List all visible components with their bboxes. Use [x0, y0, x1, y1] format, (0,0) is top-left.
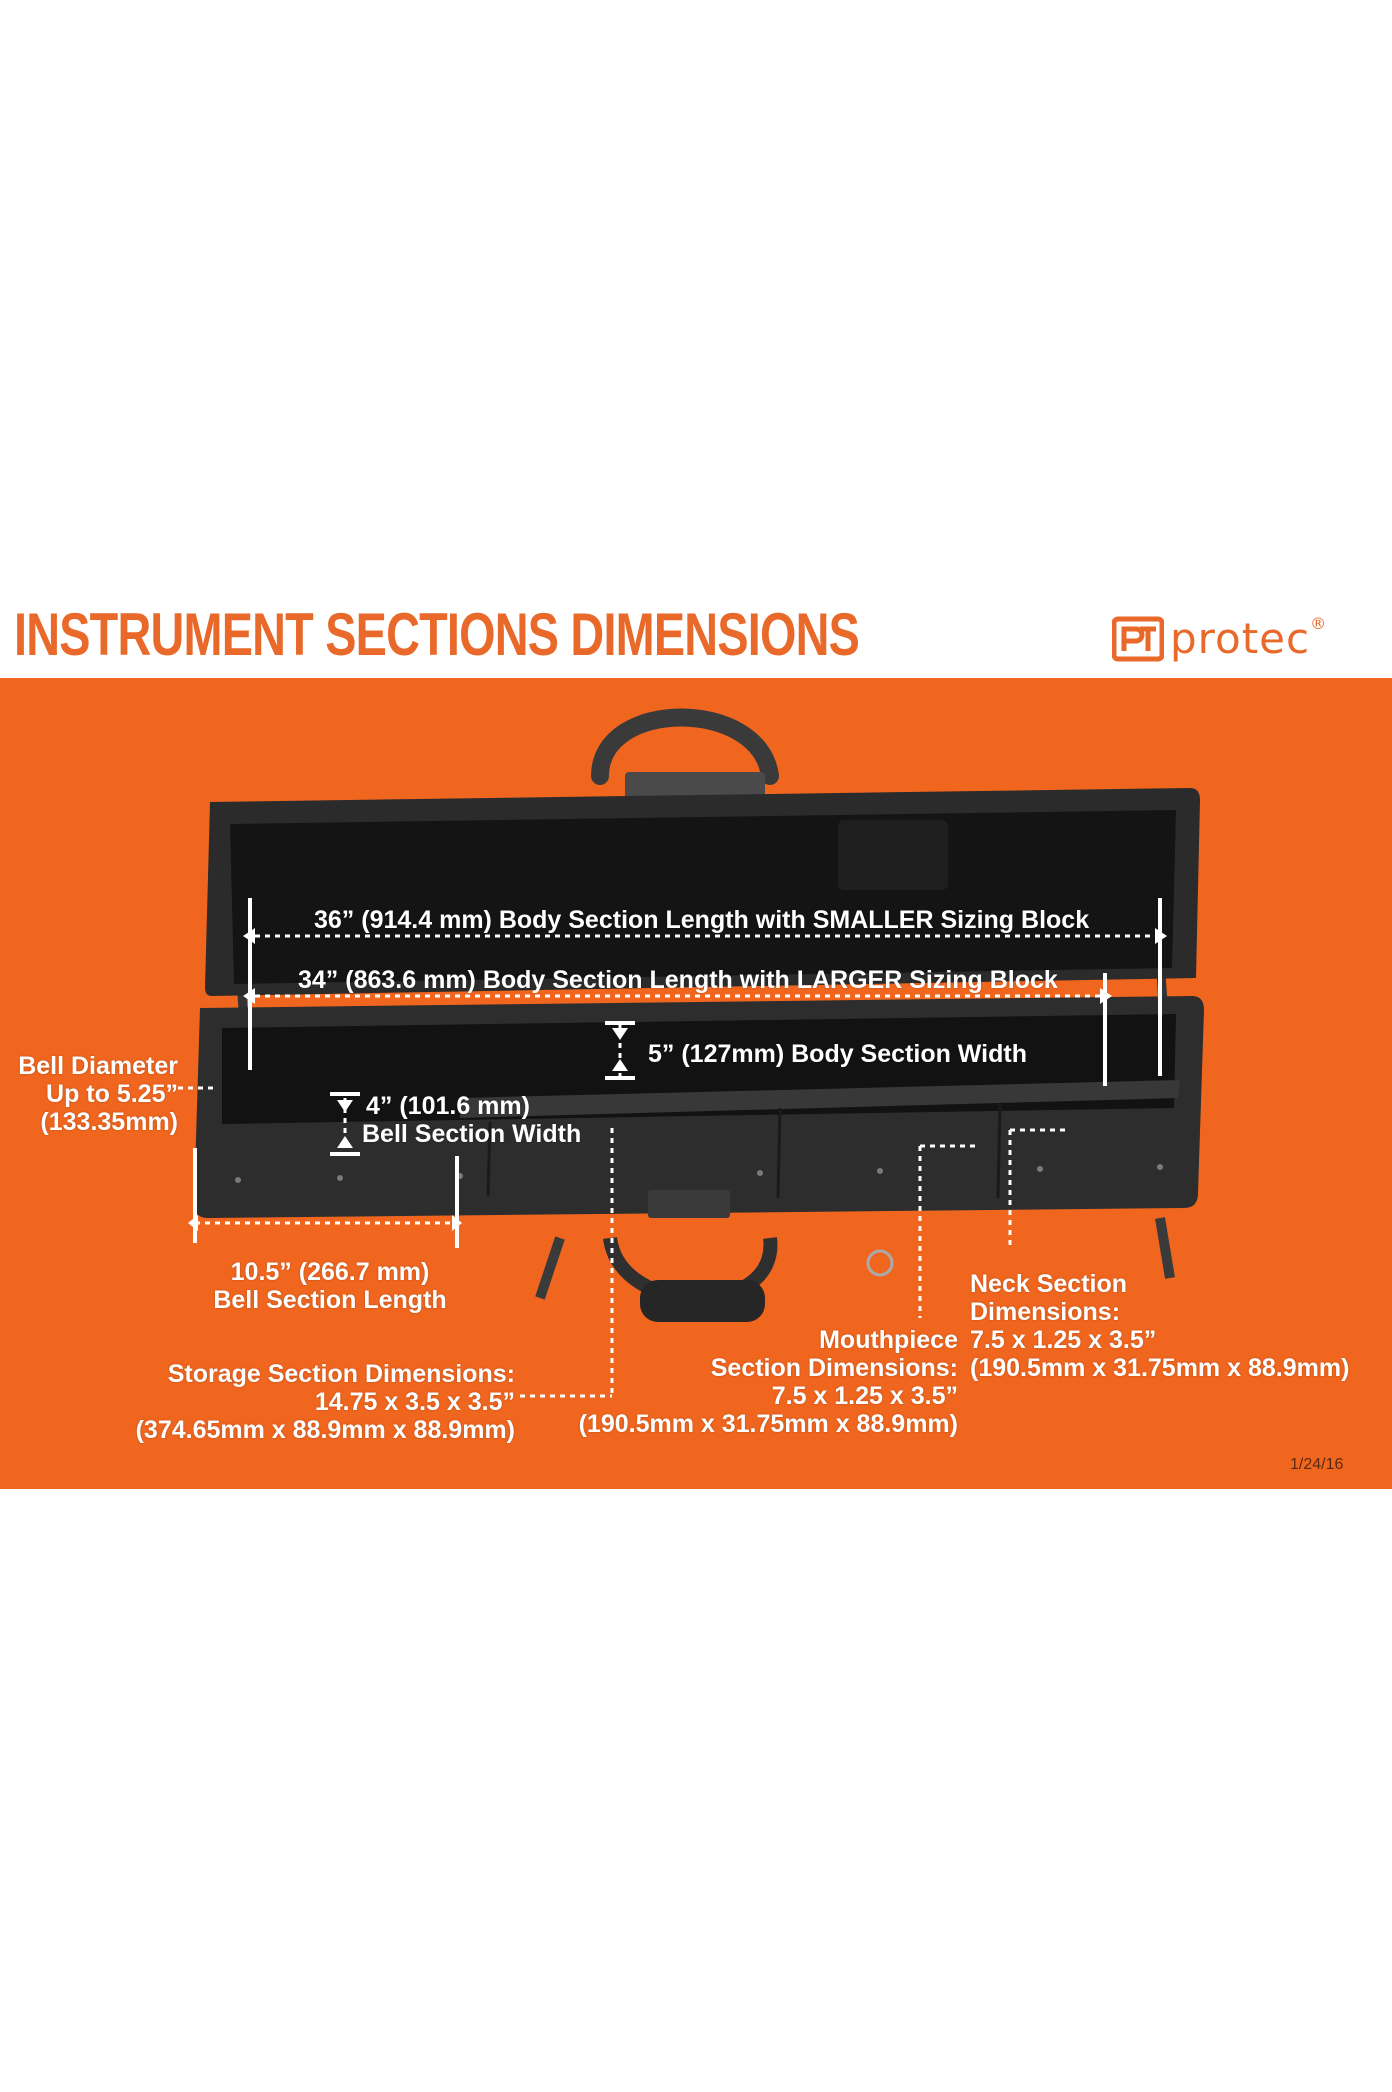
body-length-large-label: 34” (863.6 mm) Body Section Length with … — [298, 966, 1058, 994]
neck-section-label: Neck Section Dimensions: 7.5 x 1.25 x 3.… — [970, 1270, 1350, 1382]
pt-logo-icon — [1112, 616, 1164, 661]
revision-date: 1/24/16 — [1290, 1456, 1344, 1473]
brand-name: protec® — [1170, 614, 1328, 663]
storage-section-label: Storage Section Dimensions: 14.75 x 3.5 … — [135, 1360, 515, 1444]
mouthpiece-section-label: Mouthpiece Section Dimensions: 7.5 x 1.2… — [578, 1326, 958, 1438]
body-width-label: 5” (127mm) Body Section Width — [648, 1040, 1027, 1068]
bell-width-label: 4” (101.6 mm) Bell Section Width — [362, 1092, 582, 1148]
body-length-small-label: 36” (914.4 mm) Body Section Length with … — [314, 906, 1090, 934]
bell-diameter-label: Bell Diameter Up to 5.25” (133.35mm) — [18, 1052, 178, 1136]
brand-logo: protec® — [1112, 614, 1327, 663]
bell-length-label: 10.5” (266.7 mm) Bell Section Length — [213, 1258, 447, 1314]
page-title: INSTRUMENT SECTIONS DIMENSIONS — [14, 601, 860, 668]
dimensions-panel: 36” (914.4 mm) Body Section Length with … — [0, 678, 1392, 1489]
case-illustration — [178, 708, 1204, 1398]
